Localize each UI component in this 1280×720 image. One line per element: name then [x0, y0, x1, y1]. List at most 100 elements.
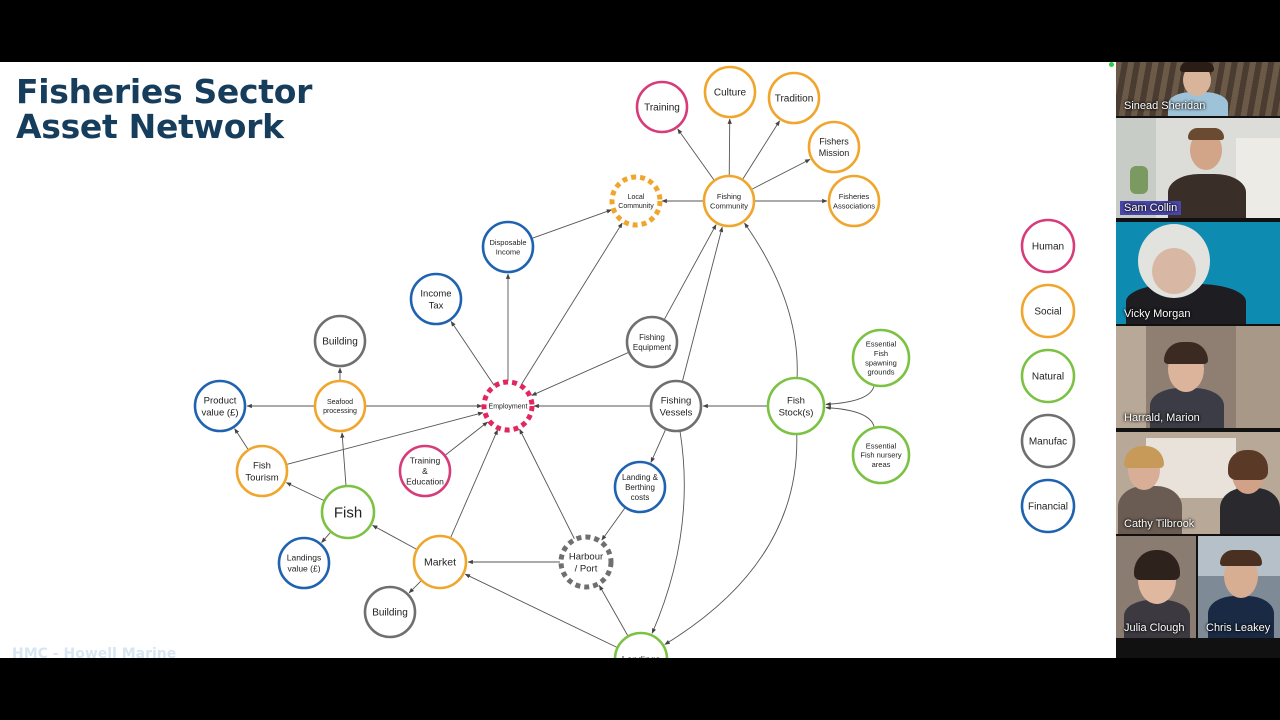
node-label: Product [204, 395, 237, 406]
edge-disposable_income-to-local_community [532, 210, 611, 238]
node-label: Financial [1028, 502, 1068, 513]
edge-fish_tourism-to-employment [287, 413, 483, 465]
node-label: Fishing [717, 192, 741, 201]
edge-fishing_vessels-to-landings [652, 432, 684, 634]
participant-name: Sinead Sheridan [1120, 99, 1209, 113]
node-label: Landings [622, 654, 661, 658]
participant-tile[interactable]: Vicky Morgan [1116, 222, 1280, 324]
node-label: costs [631, 493, 650, 502]
node-label: Fishing [661, 395, 692, 406]
node-product-value: Productvalue (£) [195, 381, 245, 431]
node-fish-stocks: FishStock(s) [768, 378, 824, 434]
participant-name: Julia Clough [1120, 621, 1189, 635]
node-label: Vessels [660, 407, 693, 418]
node-label: Landings [287, 553, 322, 563]
node-fishing-vessels: FishingVessels [651, 381, 701, 431]
edge-nursery-to-fish_stocks [826, 408, 874, 427]
edge-fishing_community-to-culture [729, 119, 730, 175]
node-label: areas [872, 460, 891, 469]
node-disposable-income: DisposableIncome [483, 222, 533, 272]
node-landings: Landings [615, 633, 667, 658]
edge-fish_stocks-to-landings [665, 435, 797, 644]
participant-name: Sam Collin [1120, 201, 1181, 215]
node-label: Tax [429, 300, 444, 311]
node-label: Essential [866, 340, 897, 349]
legend-item-social: Social [1022, 285, 1074, 337]
participant-tile[interactable]: Sinead Sheridan [1116, 62, 1280, 116]
edge-employment-to-local_community [521, 223, 622, 385]
edge-fish-to-landings_value [322, 532, 331, 542]
node-label: & [422, 466, 428, 476]
node-landings-value: Landingsvalue (£) [279, 538, 329, 588]
participant-tile[interactable]: Cathy Tilbrook [1116, 432, 1280, 534]
node-training: Training [637, 82, 687, 132]
node-fishers-mission: FishersMission [809, 122, 859, 172]
node-label: Fishing [639, 333, 665, 342]
edge-fishing_community-to-training [678, 129, 714, 180]
footer-logo: HMC - Howell Marine [12, 646, 176, 658]
participant-tile[interactable]: Chris Leakey [1198, 536, 1280, 638]
node-spawning: EssentialFishspawninggrounds [853, 330, 909, 386]
node-market: Market [414, 536, 466, 588]
node-label: Fish [874, 349, 888, 358]
node-label: processing [323, 408, 357, 415]
edge-harbour_port-to-employment [520, 429, 575, 538]
node-label: value (£) [202, 407, 239, 418]
node-label: Fish nursery [860, 451, 902, 460]
node-label: value (£) [287, 563, 320, 573]
node-label: Education [406, 477, 444, 487]
node-label: Fisheries [839, 192, 870, 201]
edge-fishing_community-to-tradition [743, 121, 780, 179]
node-tradition: Tradition [769, 73, 819, 123]
edge-landing_berthing-to-harbour_port [602, 508, 625, 540]
edge-fish_tourism-to-product_value [235, 429, 248, 449]
edge-fishing_community-to-fishers_mission [752, 159, 810, 189]
node-label: Income [420, 288, 451, 299]
presentation-slide: Fisheries Sector Asset Network TrainingC… [0, 62, 1116, 658]
participant-tile[interactable]: Harrald, Marion [1116, 326, 1280, 428]
edge-market-to-employment [451, 430, 498, 537]
node-label: Fishers [819, 137, 849, 147]
edge-spawning-to-fish_stocks [826, 386, 874, 404]
presenter-status-dot [1109, 62, 1114, 67]
node-training-education: Training&Education [400, 446, 450, 496]
node-label: Training [644, 103, 680, 114]
participant-name: Harrald, Marion [1120, 411, 1204, 425]
node-label: Building [322, 337, 358, 348]
edge-market-to-building_bottom [409, 581, 421, 593]
node-label: / Port [575, 563, 598, 574]
node-building-bottom: Building [365, 587, 415, 637]
edge-fishing_equipment-to-fishing_community [664, 225, 716, 319]
participant-tile[interactable]: Julia Clough [1116, 536, 1196, 638]
participant-name: Vicky Morgan [1120, 307, 1194, 321]
node-label: Income [496, 247, 521, 256]
node-label: Landing & [622, 473, 659, 482]
participant-name: Cathy Tilbrook [1120, 517, 1198, 531]
node-label: grounds [867, 368, 894, 377]
legend-item-human: Human [1022, 220, 1074, 272]
node-label: Natural [1032, 372, 1064, 383]
participant-tile[interactable]: Sam Collin [1116, 118, 1280, 218]
node-label: Fish [253, 460, 271, 471]
node-label: Employment [489, 403, 528, 410]
asset-network-diagram: TrainingCultureTraditionFishersMissionFi… [0, 62, 1116, 658]
node-building-top: Building [315, 316, 365, 366]
node-label: Market [424, 557, 456, 569]
node-culture: Culture [705, 67, 755, 117]
node-label: Culture [714, 88, 747, 99]
edge-landings-to-harbour_port [599, 585, 627, 635]
node-label: Seafood [327, 399, 353, 406]
node-employment: Employment [484, 382, 532, 430]
node-label: Training [410, 455, 441, 465]
node-label: Harbour [569, 551, 603, 562]
node-nursery: EssentialFish nurseryareas [853, 427, 909, 483]
node-label: Fish [334, 504, 362, 521]
edge-market-to-fish [373, 525, 417, 549]
node-seafood-processing: Seafood processing [315, 381, 365, 431]
node-label: Stock(s) [779, 407, 814, 418]
